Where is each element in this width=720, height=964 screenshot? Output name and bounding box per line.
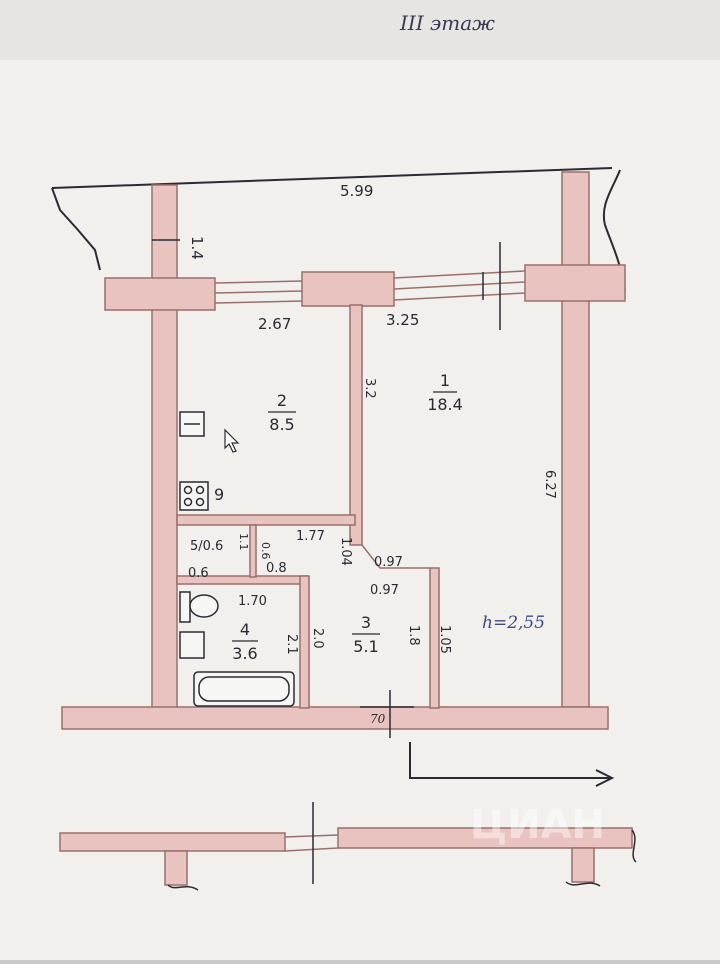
washbasin-icon bbox=[179, 631, 205, 659]
dim-bath-depth: 2.1 bbox=[284, 634, 299, 655]
entrance-door bbox=[360, 690, 414, 738]
room-1-area: 18.4 bbox=[427, 395, 463, 414]
bathtub-icon bbox=[193, 671, 295, 707]
dim-small-d: 0.6 bbox=[259, 542, 272, 560]
room-2-area: 8.5 bbox=[269, 415, 294, 434]
dim-hall-wall: 2.0 bbox=[310, 628, 325, 649]
dim-bath-width: 1.70 bbox=[238, 594, 267, 609]
dim-hall-b: 0.97 bbox=[374, 555, 403, 570]
stove-icon bbox=[179, 481, 209, 511]
room-4-number: 4 bbox=[240, 620, 250, 639]
stove-number: 9 bbox=[214, 485, 224, 504]
entry-arrow-icon bbox=[409, 742, 615, 787]
facade-middle bbox=[301, 271, 395, 307]
dim-hall-right: 1.8 bbox=[406, 625, 421, 646]
left-wall bbox=[151, 184, 178, 711]
kitchen-lower-wall bbox=[176, 514, 356, 526]
room-labels: 1 18.4 2 8.5 3 5.1 4 3.6 bbox=[232, 371, 463, 663]
window-marks bbox=[152, 239, 501, 330]
room-3-number: 3 bbox=[361, 613, 371, 632]
dim-small-a: 5/0.6 bbox=[190, 539, 223, 554]
mouse-cursor-icon bbox=[224, 428, 240, 453]
dim-top-width: 5.99 bbox=[340, 182, 373, 200]
dim-balcony-depth: 1.4 bbox=[188, 236, 206, 260]
watermark: ЦИАН bbox=[470, 802, 605, 848]
dim-small-e: 0.8 bbox=[266, 561, 287, 576]
walls bbox=[61, 171, 626, 730]
dim-room2-depth: 3.2 bbox=[362, 378, 377, 399]
lower-floor-fragment bbox=[59, 802, 637, 891]
floor-label: III этаж bbox=[399, 11, 495, 35]
dim-small-b: 1.1 bbox=[237, 533, 250, 551]
dim-small-c: 0.6 bbox=[188, 566, 209, 581]
room-2-label: 2 8.5 bbox=[268, 391, 296, 434]
closet-wall bbox=[249, 524, 257, 578]
right-wall bbox=[561, 171, 590, 708]
bottom-wall bbox=[61, 706, 609, 730]
facade-left bbox=[104, 277, 216, 311]
dim-hall-c: 0.97 bbox=[370, 583, 399, 598]
dim-hall-far: 1.05 bbox=[437, 625, 452, 654]
thin-partitions bbox=[214, 270, 526, 569]
room-2-number: 2 bbox=[277, 391, 287, 410]
room-1-label: 1 18.4 bbox=[427, 371, 463, 414]
dim-room1-depth: 6.27 bbox=[542, 470, 557, 499]
dim-room2-width: 2.67 bbox=[258, 315, 291, 333]
ceiling-height: h=2,55 bbox=[482, 613, 545, 633]
dim-closet: 1.77 bbox=[296, 529, 325, 544]
room-1-number: 1 bbox=[440, 371, 450, 390]
toilet-icon bbox=[179, 591, 219, 623]
bath-right-wall bbox=[299, 575, 310, 709]
facade-right bbox=[524, 264, 626, 302]
dimension-labels: 5.99 1.4 2.67 3.25 3.2 6.27 1.77 1.04 0.… bbox=[188, 182, 557, 726]
room-3-label: 3 5.1 bbox=[352, 613, 380, 656]
dim-room1-width: 3.25 bbox=[386, 311, 419, 329]
dim-hall-a: 1.04 bbox=[338, 537, 353, 566]
partition-1-2 bbox=[349, 304, 363, 546]
dim-door-width: 70 bbox=[370, 712, 386, 726]
room-4-area: 3.6 bbox=[232, 644, 257, 663]
hall-right-wall bbox=[429, 567, 440, 709]
room-4-label: 4 3.6 bbox=[232, 620, 258, 663]
top-shade bbox=[0, 0, 720, 60]
room-3-area: 5.1 bbox=[353, 637, 378, 656]
